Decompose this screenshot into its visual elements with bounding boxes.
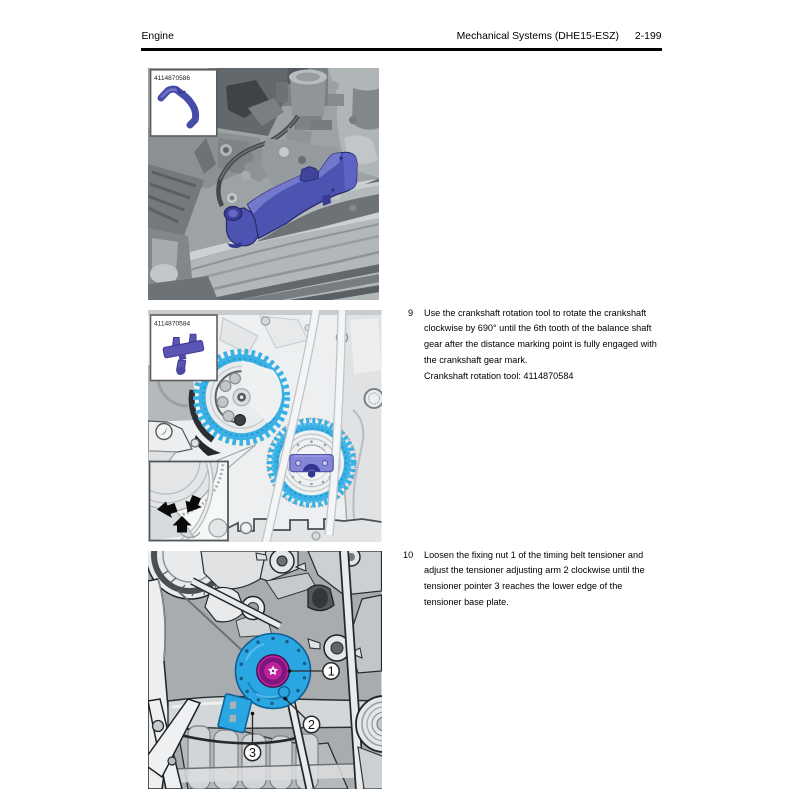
svg-text:1: 1 <box>328 665 335 679</box>
svg-text:4114870586: 4114870586 <box>154 75 190 82</box>
svg-text:3: 3 <box>249 746 256 760</box>
svg-text:2: 2 <box>308 718 315 732</box>
svg-text:4114870584: 4114870584 <box>154 320 191 327</box>
